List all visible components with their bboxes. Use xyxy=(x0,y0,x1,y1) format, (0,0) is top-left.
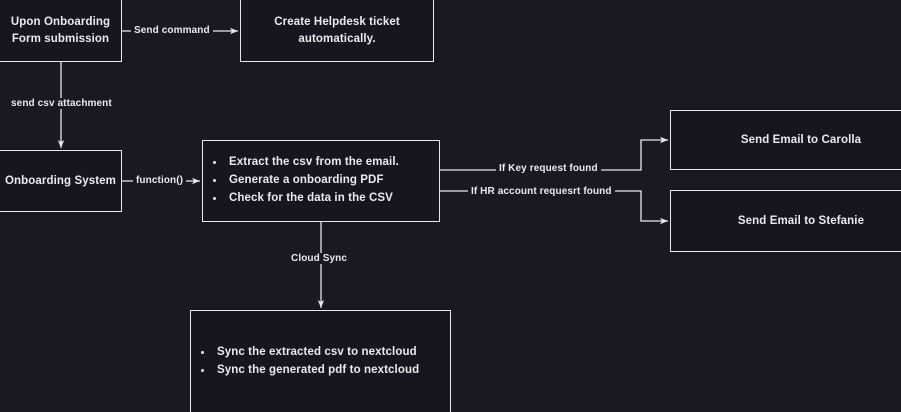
node-email-carolla[interactable]: Send Email to Carolla xyxy=(670,110,901,170)
node-helpdesk-ticket[interactable]: Create Helpdesk ticket automatically. xyxy=(240,0,434,62)
list-item: Sync the generated pdf to nextcloud xyxy=(213,362,419,379)
node-email-carolla-label: Send Email to Carolla xyxy=(740,133,862,146)
list-item: Check for the data in the CSV xyxy=(225,190,399,207)
node-process-csv-list: Extract the csv from the email. Generate… xyxy=(203,154,399,207)
edge-label-send-csv-attachment: send csv attachment xyxy=(8,98,115,109)
node-email-stefanie-label: Send Email to Stefanie xyxy=(737,214,865,227)
node-cloud-sync-list: Sync the extracted csv to nextcloud Sync… xyxy=(191,344,419,379)
node-onboarding-form-line1: Upon Onboarding xyxy=(10,15,111,28)
node-onboarding-form[interactable]: Upon Onboarding Form submission xyxy=(0,0,122,62)
node-process-csv[interactable]: Extract the csv from the email. Generate… xyxy=(202,140,440,222)
node-onboarding-system[interactable]: Onboarding System xyxy=(0,150,122,212)
edge-label-send-command: Send command xyxy=(131,25,213,36)
node-helpdesk-ticket-line1: Create Helpdesk ticket xyxy=(274,15,400,28)
list-item: Extract the csv from the email. xyxy=(225,154,399,171)
edge-label-function-call: function() xyxy=(133,175,187,186)
list-item: Sync the extracted csv to nextcloud xyxy=(213,344,419,361)
node-helpdesk-ticket-line2: automatically. xyxy=(298,32,376,45)
node-onboarding-form-line2: Form submission xyxy=(11,32,110,45)
node-onboarding-system-label: Onboarding System xyxy=(5,174,116,187)
node-email-stefanie[interactable]: Send Email to Stefanie xyxy=(670,190,901,252)
node-cloud-sync-box[interactable]: Sync the extracted csv to nextcloud Sync… xyxy=(190,310,451,412)
edge-label-if-hr-account: If HR account requesrt found xyxy=(468,186,615,197)
edge-label-if-key-request: If Key request found xyxy=(496,163,601,174)
edge-label-cloud-sync: Cloud Sync xyxy=(288,253,351,264)
list-item: Generate a onboarding PDF xyxy=(225,172,399,189)
